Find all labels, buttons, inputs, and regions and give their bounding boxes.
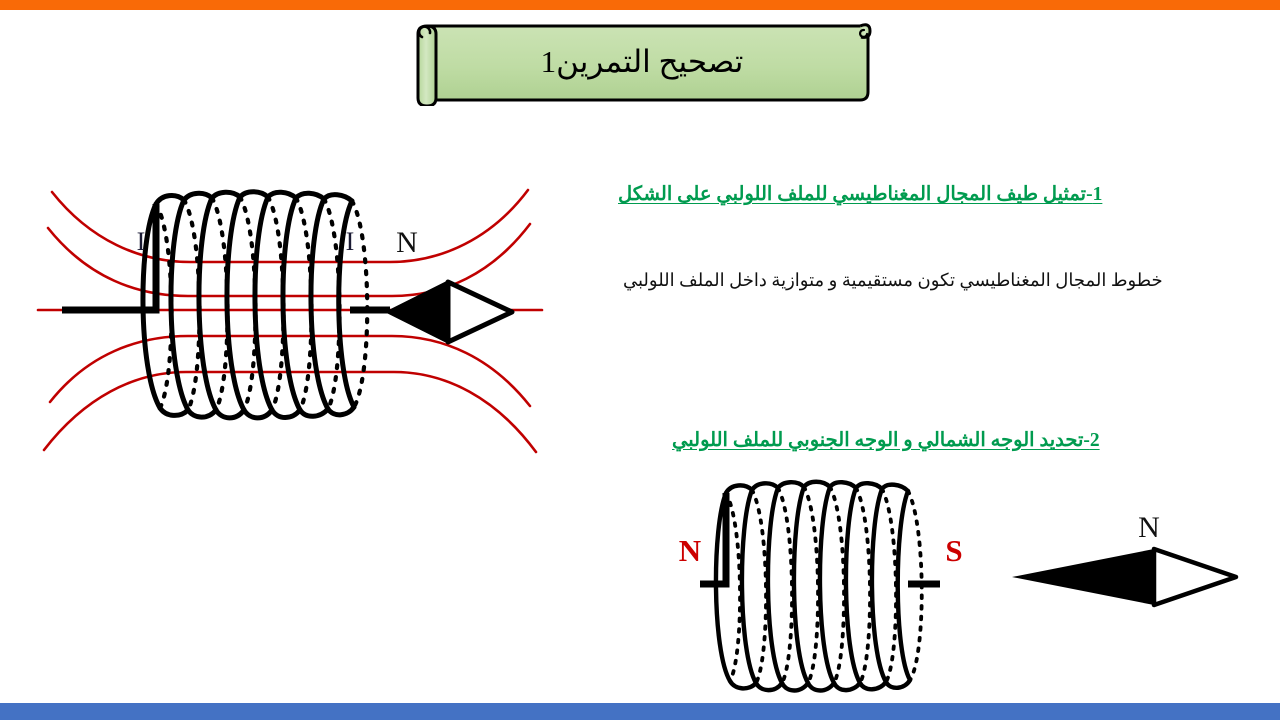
coil-lead-left [62, 204, 160, 314]
needle-south-half-poles [1012, 549, 1154, 605]
pole-label-south: S [945, 533, 962, 568]
figure-solenoid-poles: N S [650, 465, 1210, 700]
compass-needle-main [386, 279, 515, 345]
section-heading-2: 2-تحديد الوجه الشمالي و الوجه الجنوبي لل… [672, 430, 1100, 451]
current-label-left: I [137, 227, 146, 256]
needle-south-half-outline [386, 280, 450, 344]
needle-north-half [445, 279, 515, 345]
compass-north-label-main: N [396, 226, 418, 259]
page-title: تصحيح التمرين1 [540, 44, 744, 79]
solenoid-coil-poles [700, 479, 940, 693]
section-heading-1: 1-تمثيل طيف المجال المغناطيسي للملف اللو… [618, 184, 1103, 205]
coil-troughs-poles [727, 677, 913, 693]
coil-lead-left-poles [700, 493, 730, 588]
bottom-accent-bar [0, 703, 1280, 720]
needle-north-half-poles [1151, 546, 1239, 608]
banner-scroll-shape [416, 23, 872, 106]
title-banner: تصحيح التمرين1 [408, 12, 876, 106]
solenoid-coil-main [62, 189, 390, 421]
field-line-upper-outer [50, 188, 530, 264]
compass-north-label-poles: N [1138, 511, 1160, 544]
coil-troughs [157, 404, 357, 421]
field-line-upper-inner [46, 222, 532, 298]
section-body-1: خطوط المجال المغناطيسي تكون مستقيمية و م… [623, 270, 1163, 290]
pole-label-north: N [679, 533, 701, 568]
figure-poles-needle-right-half [650, 465, 1239, 700]
coil-turn-fronts-poles [713, 484, 913, 686]
field-line-lower-inner [48, 334, 532, 408]
figure-magnetic-field-spectrum: I I N [30, 170, 550, 470]
coil-turn-fronts [140, 194, 357, 413]
coil-crests [153, 189, 355, 207]
coil-turn-backs [153, 194, 370, 413]
current-label-right: I [346, 227, 355, 256]
coil-turn-backs-poles [724, 485, 924, 685]
top-accent-bar [0, 0, 1280, 10]
coil-crests-poles [723, 479, 911, 496]
